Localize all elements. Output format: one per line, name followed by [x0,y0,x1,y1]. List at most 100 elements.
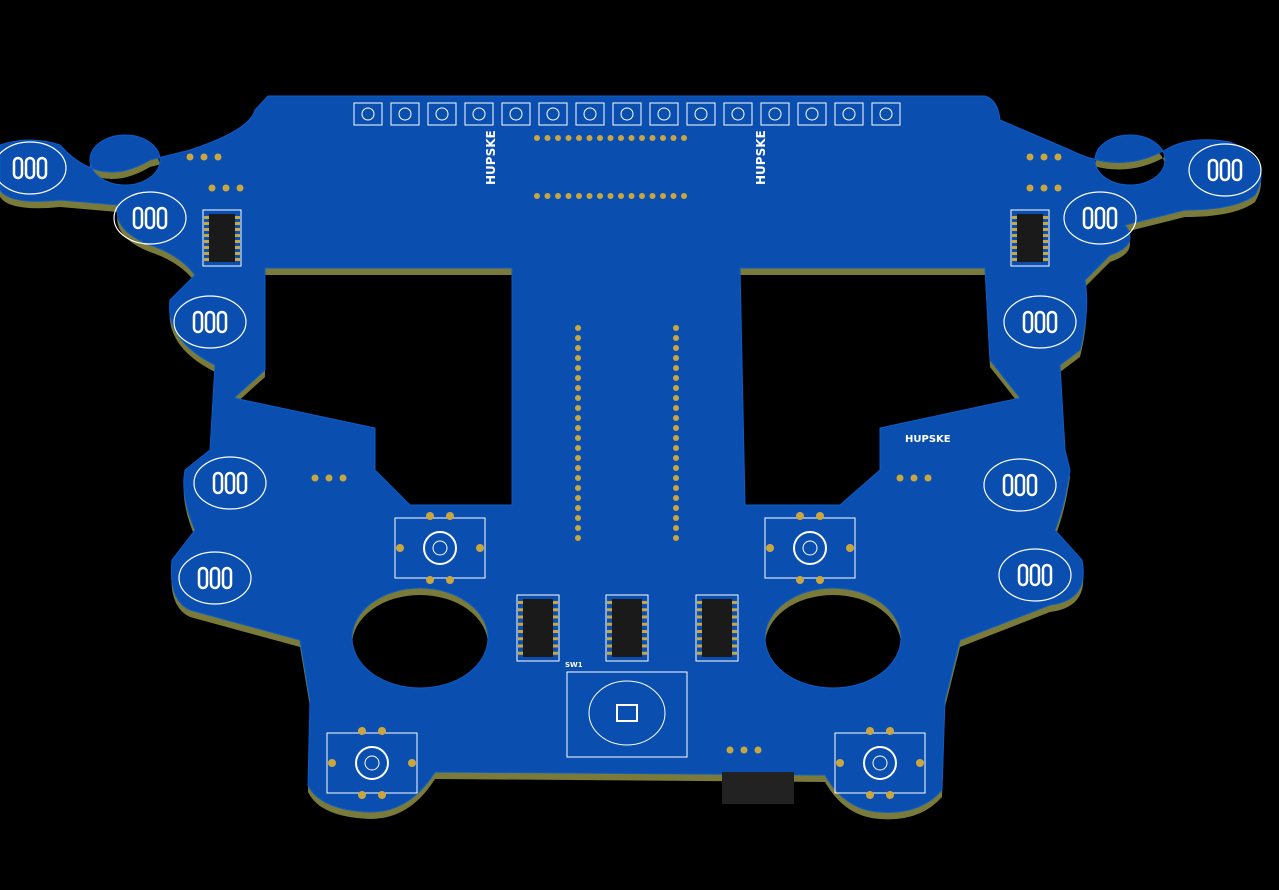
mounting-pad-slot [1026,473,1038,497]
mounting-pad-slot [156,206,168,230]
encoder-pad [866,727,874,735]
mounting-pad-slot [1041,563,1053,587]
header-pin [673,505,679,511]
ic-chip [209,214,235,262]
mounting-pad-ring [0,141,67,195]
header-pin [673,525,679,531]
tactile-switch [760,102,790,126]
encoder-pad [916,759,924,767]
mounting-pad-slot [12,156,24,180]
encoder-ring [423,531,457,565]
header-pin [673,335,679,341]
mounting-pad-ring [193,456,267,510]
header-pin [639,135,645,141]
chip-outline [695,594,739,662]
encoder-pad [358,727,366,735]
mounting-pad-slot [221,566,233,590]
header-pin [575,535,581,541]
encoder-outline [394,517,486,579]
header-pin [575,425,581,431]
tactile-switch [686,102,716,126]
encoder-center [802,540,818,556]
header-pin [575,525,581,531]
header-pin [607,135,614,141]
chip-outline [516,594,560,662]
ic-chip [1017,214,1043,262]
mounting-pad-slot [216,310,228,334]
header-pin [673,515,679,521]
header-pin [673,415,679,421]
header-pin [673,375,679,381]
pin [325,474,333,482]
header-pin [575,435,581,441]
encoder-center [432,540,448,556]
encoder-pad [796,512,804,520]
sw1-outline [566,671,688,758]
pin [311,474,319,482]
mounting-pad-slot [204,310,216,334]
tactile-switch [353,102,383,126]
header-pin [565,135,572,141]
sw1-ring [588,680,666,746]
tactile-switch [723,102,753,126]
encoder-pad [796,576,804,584]
mounting-pad-slot [24,156,36,180]
header-pin [660,193,666,199]
header-pin [618,193,624,199]
switch-actuator [509,107,523,121]
header-pin [534,193,540,199]
encoder-pad [358,791,366,799]
header-pin [565,193,572,199]
header-pin [575,395,581,401]
encoder-pad [816,512,824,520]
header-pin [660,135,666,141]
switch-actuator [583,107,597,121]
header-pin [649,135,656,141]
header-pin [673,365,679,371]
pin [754,746,762,754]
pin [1026,184,1034,192]
header-pin [575,335,581,341]
encoder-pad [426,512,434,520]
header-pin [575,415,581,421]
header-pin [575,385,581,391]
tactile-switch [871,102,901,126]
sw1-actuator [616,704,638,722]
switch-actuator [472,107,486,121]
tactile-switch [390,102,420,126]
mounting-pad-slot [1002,473,1014,497]
tactile-switch [834,102,864,126]
mounting-pad-slot [1014,473,1026,497]
encoder-pad [766,544,774,552]
header-pin [670,135,677,141]
encoder-pad [446,576,454,584]
pin [1026,153,1034,161]
mounting-pad-slot [36,156,48,180]
header-pin [544,193,551,199]
header-pin [673,435,679,441]
tactile-switch [575,102,605,126]
encoder-outline [834,732,926,794]
header-pin [628,193,635,199]
header-pin [575,445,581,451]
encoder-pad [886,727,894,735]
encoder-pad [378,727,386,735]
mounting-pad-slot [197,566,209,590]
pin [222,184,230,192]
switch-actuator [435,107,449,121]
pin [1040,153,1048,161]
pin [214,153,222,161]
header-pin [681,193,687,199]
header-pin [575,325,581,331]
encoder-ring [793,531,827,565]
encoder-outline [326,732,418,794]
pin [1040,184,1048,192]
header-pin [575,405,581,411]
ic-chip [702,599,732,657]
switch-reference-label: SW1 [565,661,583,669]
header-pin [586,193,593,199]
header-pin [534,135,540,141]
switch-actuator [546,107,560,121]
mounting-pad-slot [144,206,156,230]
mounting-pad-ring [113,191,187,245]
